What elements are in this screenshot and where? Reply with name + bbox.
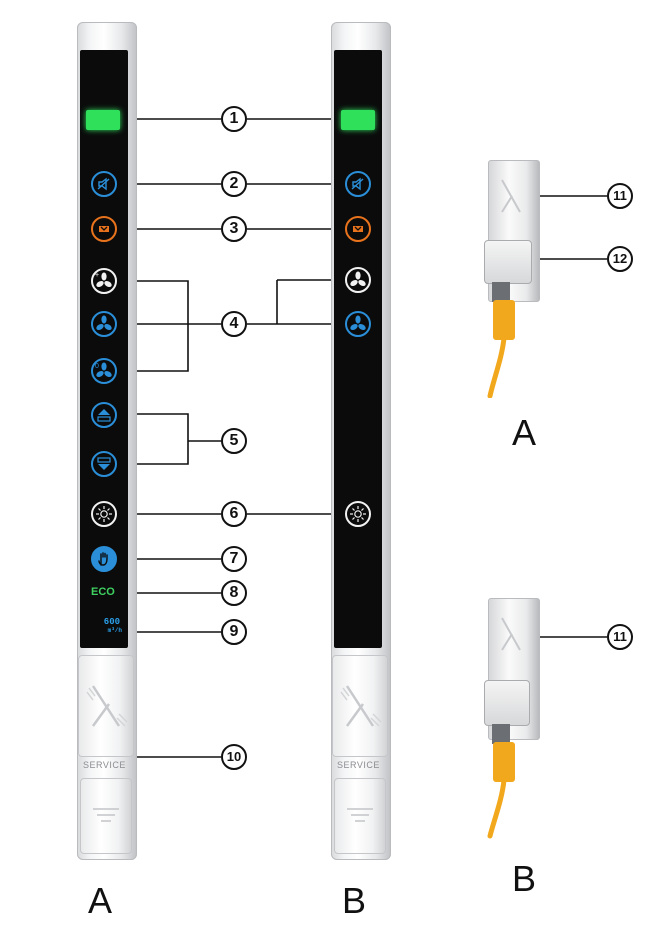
filter-cover-icon [93, 808, 119, 822]
hand-stop-icon [98, 552, 108, 566]
callout-6: 6 [221, 501, 247, 527]
filter-alert-icon [99, 226, 109, 232]
connector-label-b: B [512, 858, 537, 899]
callout-4: 4 [221, 311, 247, 337]
light-button[interactable] [345, 501, 371, 527]
cable-a-boot [493, 300, 515, 340]
callout-11-b: 11 [607, 624, 633, 650]
status-led [86, 110, 120, 130]
svg-text:0: 0 [95, 363, 99, 370]
filter-alert-icon [353, 226, 363, 232]
airflow-unit: m³/h [107, 627, 122, 634]
fan-off-button[interactable]: 0 [91, 358, 117, 384]
callout-10: 10 [221, 744, 247, 770]
light-icon [96, 506, 112, 522]
fan-boost-icon: + [95, 272, 112, 288]
filter-button[interactable] [91, 216, 117, 242]
fan-off-icon: 0 [95, 362, 112, 378]
eco-indicator: ECO [91, 586, 115, 598]
connector-label-a: A [512, 412, 537, 453]
light-button[interactable] [91, 501, 117, 527]
fan-boost-button[interactable] [345, 267, 371, 293]
connector-a-plug [484, 240, 532, 284]
connector-a-jack [492, 282, 510, 302]
panel-label-a: A [88, 880, 113, 921]
service-label: SERVICE [83, 760, 126, 770]
callout-9: 9 [221, 619, 247, 645]
svg-text:+: + [95, 272, 99, 279]
status-led [341, 110, 375, 130]
fan-icon [350, 315, 366, 331]
callout-11: 11 [607, 183, 633, 209]
arrow-down-icon [97, 457, 111, 470]
arrow-up-icon [97, 409, 111, 422]
panel-b-logo-cap [332, 655, 388, 757]
panel-a-service-cover[interactable] [80, 778, 132, 854]
light-icon [350, 506, 366, 522]
fan-boost-icon [350, 271, 366, 287]
lower-button[interactable] [91, 451, 117, 477]
stop-button[interactable] [91, 546, 117, 572]
logo-mark-icon [501, 617, 521, 651]
filter-cover-icon [347, 808, 373, 822]
speaker-mute-icon [351, 177, 364, 191]
callout-3: 3 [221, 216, 247, 242]
service-label: SERVICE [337, 760, 380, 770]
panel-b-service-cover[interactable] [334, 778, 386, 854]
callout-2: 2 [221, 171, 247, 197]
cable-b [487, 780, 507, 839]
callout-1: 1 [221, 106, 247, 132]
panel-a-logo-cap [78, 655, 134, 757]
airflow-value: 600 [103, 617, 120, 627]
mute-button[interactable] [345, 171, 371, 197]
logo-mark-icon [340, 685, 382, 727]
logo-mark-icon [86, 685, 128, 727]
fan-icon [96, 315, 112, 331]
fan-button[interactable] [345, 311, 371, 337]
raise-button[interactable] [91, 402, 117, 428]
callout-5: 5 [221, 428, 247, 454]
cable-a [487, 338, 507, 398]
cable-b-boot [493, 742, 515, 782]
connector-b-jack [492, 724, 510, 744]
connector-b-plug [484, 680, 530, 726]
callout-8: 8 [221, 580, 247, 606]
logo-mark-icon [501, 179, 521, 213]
fan-boost-button[interactable]: + [91, 268, 117, 294]
filter-button[interactable] [345, 216, 371, 242]
panel-label-b: B [342, 880, 367, 921]
fan-button[interactable] [91, 311, 117, 337]
mute-button[interactable] [91, 171, 117, 197]
callout-7: 7 [221, 546, 247, 572]
callout-12: 12 [607, 246, 633, 272]
speaker-mute-icon [97, 177, 110, 191]
panel-b-display [334, 50, 382, 648]
